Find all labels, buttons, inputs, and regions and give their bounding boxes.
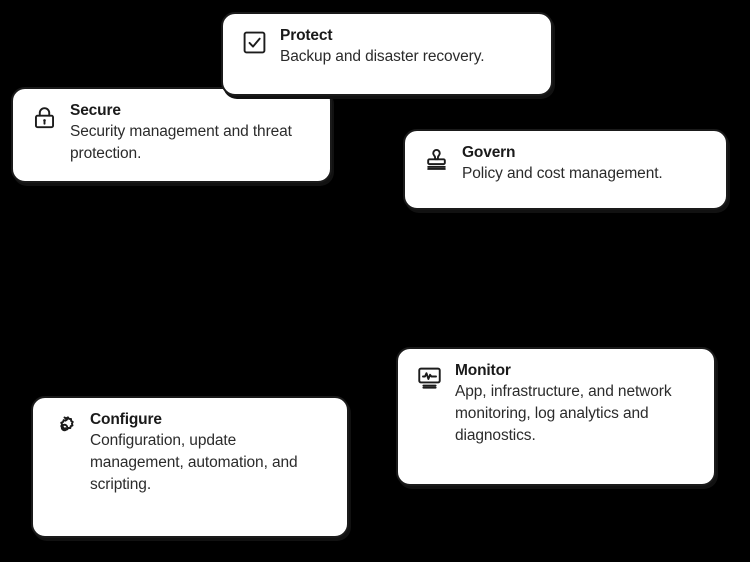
card-protect[interactable]: Protect Backup and disaster recovery. [221,12,553,96]
stamp-icon [421,144,451,174]
card-govern-title: Govern [462,144,516,161]
card-protect-description: Backup and disaster recovery. [280,48,485,66]
card-secure[interactable]: Secure Security management and threat pr… [11,87,332,183]
card-configure[interactable]: Configure Configuration, update manageme… [31,396,349,538]
lock-icon [29,102,59,132]
card-monitor-body: Monitor App, infrastructure, and network… [455,360,700,447]
card-secure-body: Secure Security management and threat pr… [70,100,316,165]
card-secure-description: Security management and threat protectio… [70,123,292,163]
checkbox-check-icon [239,27,269,57]
gear-icon [49,411,79,441]
card-monitor[interactable]: Monitor App, infrastructure, and network… [396,347,716,486]
card-monitor-title: Monitor [455,362,511,379]
card-configure-title: Configure [90,411,162,428]
card-protect-title: Protect [280,27,333,44]
card-govern-description: Policy and cost management. [462,165,663,183]
card-configure-description: Configuration, update management, automa… [90,432,298,494]
card-govern-body: Govern Policy and cost management. [462,142,712,185]
monitor-pulse-icon [414,362,444,392]
card-configure-body: Configure Configuration, update manageme… [90,409,333,496]
card-monitor-description: App, infrastructure, and network monitor… [455,383,672,445]
card-govern[interactable]: Govern Policy and cost management. [403,129,728,210]
card-secure-title: Secure [70,102,121,119]
card-protect-body: Protect Backup and disaster recovery. [280,25,537,68]
